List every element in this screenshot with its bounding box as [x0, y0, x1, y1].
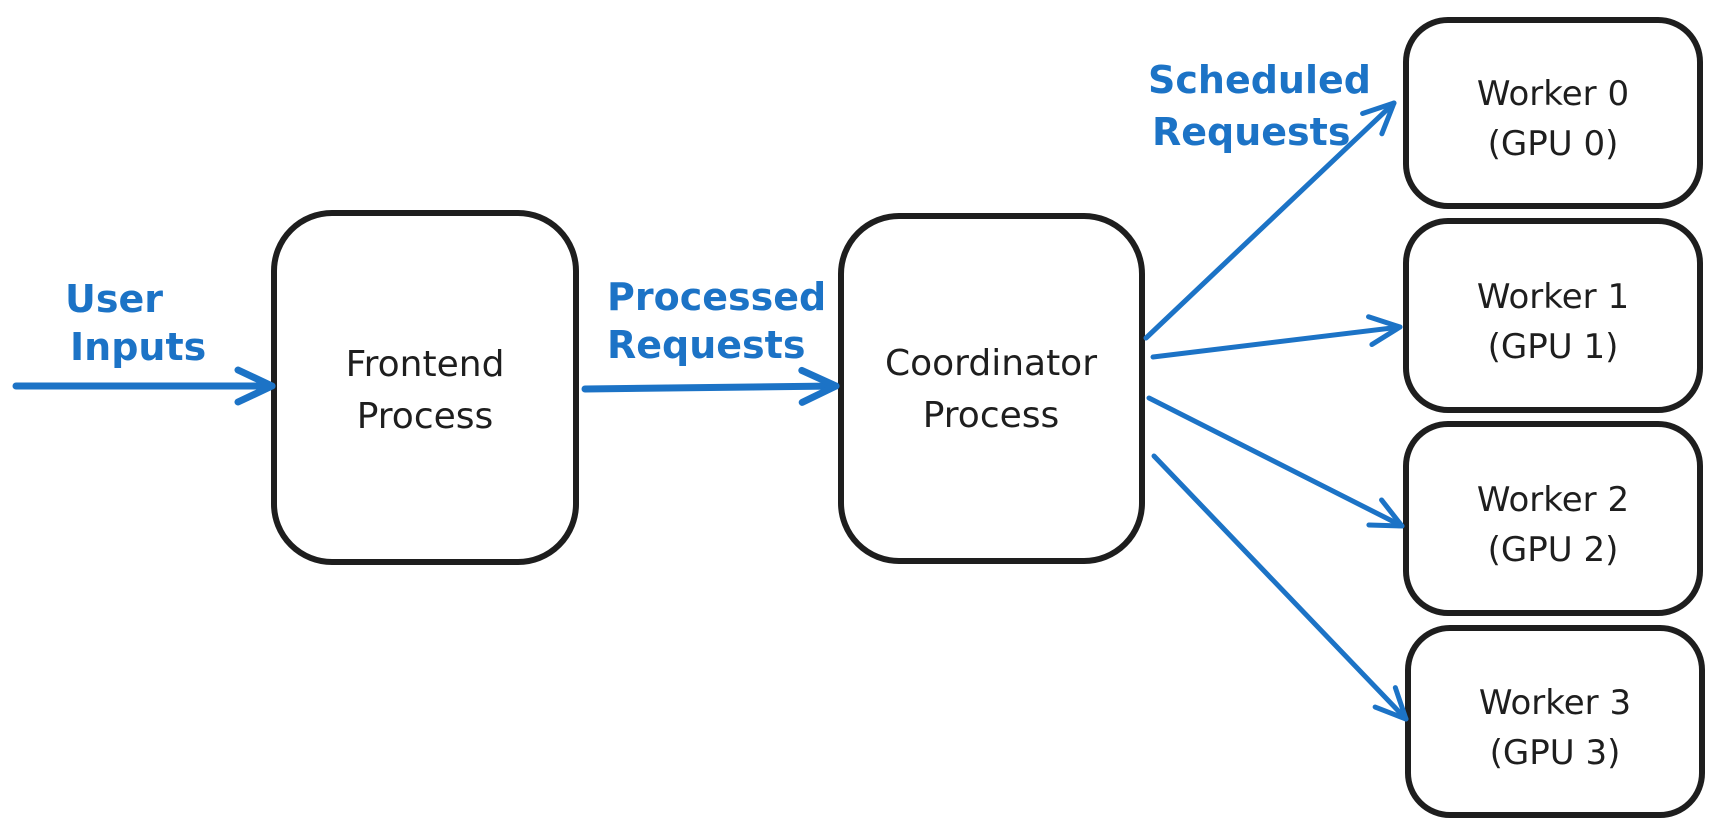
scheduled-requests-label-line-1: Scheduled: [1148, 58, 1371, 102]
worker-1-box: [1403, 218, 1703, 413]
worker-2-label-line-1: Worker 2: [1477, 480, 1629, 520]
processed-requests-label-line-1: Processed: [607, 275, 826, 319]
processed-requests-label-line-2: Requests: [607, 323, 805, 367]
user-inputs-label-line-1: User: [65, 277, 163, 321]
worker-1-label-line-2: (GPU 1): [1488, 327, 1619, 367]
worker-2-label-line-2: (GPU 2): [1488, 530, 1619, 570]
worker-3-label-line-1: Worker 3: [1479, 683, 1631, 723]
scheduled-requests-label-line-2: Requests: [1152, 110, 1350, 154]
worker-3-label-line-2: (GPU 3): [1490, 733, 1621, 773]
scheduled-arrow-worker-1: [1150, 314, 1403, 360]
frontend-process-label-line-2: Process: [357, 396, 494, 437]
scheduled-arrow-worker-3: [1151, 453, 1409, 722]
frontend-process-label-line-1: Frontend: [346, 344, 505, 385]
worker-3-box: [1405, 625, 1705, 818]
scheduled-arrow-worker-2: [1146, 395, 1405, 529]
coordinator-process-label-line-2: Process: [923, 395, 1060, 436]
coordinator-process-box: [838, 213, 1145, 564]
user-inputs-label-line-2: Inputs: [70, 325, 206, 369]
frontend-process-box: [271, 210, 579, 565]
worker-0-label-line-2: (GPU 0): [1488, 124, 1619, 164]
worker-1-label-line-1: Worker 1: [1477, 277, 1629, 317]
coordinator-process-label-line-1: Coordinator: [885, 343, 1097, 384]
worker-0-label-line-1: Worker 0: [1477, 74, 1629, 114]
scheduled-arrow-worker-0: [1143, 100, 1397, 341]
worker-2-box: [1403, 421, 1703, 616]
processed-requests-arrow: [581, 366, 840, 406]
worker-0-box: [1403, 17, 1703, 209]
